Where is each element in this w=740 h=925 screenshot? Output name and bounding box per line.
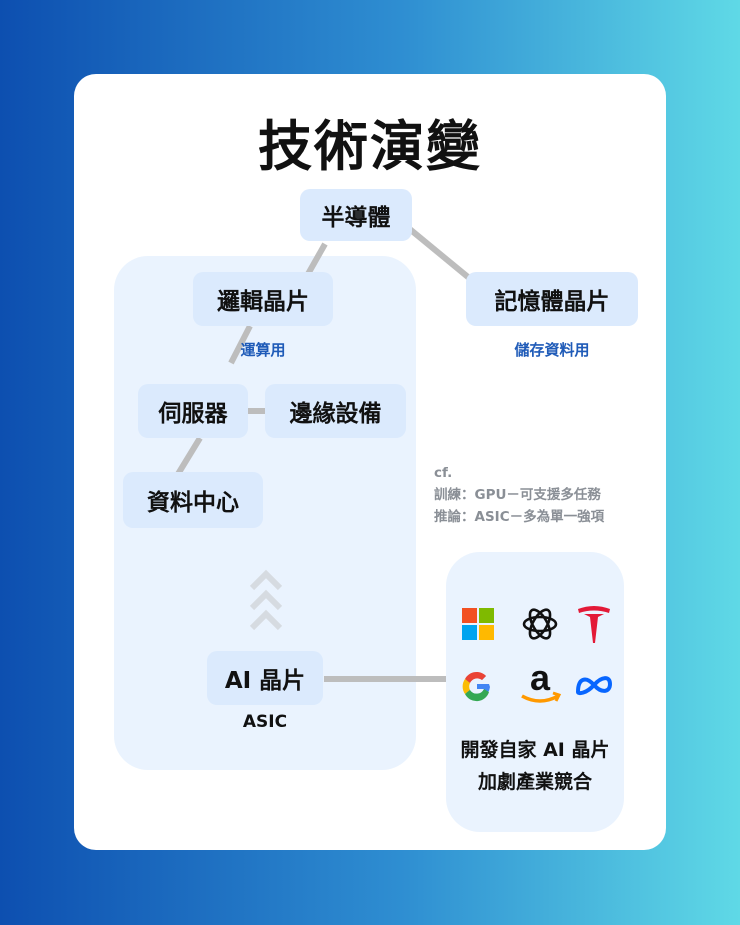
companies-caption: 開發自家 AI 晶片 加劇產業競合 bbox=[446, 734, 624, 798]
line-semiconductor-logic bbox=[305, 242, 328, 276]
caption-line-1: 開發自家 AI 晶片 bbox=[460, 739, 610, 761]
training-inference-note: cf. 訓練：GPU－可支援多任務 推論：ASIC－多為單一強項 bbox=[434, 462, 664, 528]
openai-logo-icon bbox=[522, 608, 558, 640]
node-memory-chip: 記憶體晶片 bbox=[466, 272, 638, 326]
infographic-card: 技術演變 半導體 邏輯晶片 運算用 記憶體晶片 儲存資料用 伺服器 邊緣設備 資… bbox=[74, 74, 666, 850]
caption-line-2: 加劇產業競合 bbox=[477, 771, 592, 793]
note-inference: 推論：ASIC－多為單一強項 bbox=[434, 509, 605, 525]
node-logic-chip: 邏輯晶片 bbox=[193, 272, 333, 326]
note-training: 訓練：GPU－可支援多任務 bbox=[434, 487, 601, 503]
subtitle-ai-chip: ASIC bbox=[242, 712, 288, 732]
page-title: 技術演變 bbox=[258, 115, 482, 178]
node-server: 伺服器 bbox=[138, 384, 248, 438]
svg-text:a: a bbox=[530, 658, 551, 698]
microsoft-logo-icon bbox=[462, 608, 494, 640]
note-cf: cf. bbox=[434, 465, 453, 481]
up-arrows-icon bbox=[249, 569, 283, 631]
meta-logo-icon bbox=[575, 676, 613, 696]
node-semiconductor: 半導體 bbox=[300, 189, 412, 241]
line-logic-server bbox=[228, 324, 253, 365]
companies-panel bbox=[446, 552, 624, 832]
connector-lines bbox=[175, 223, 476, 682]
line-server-datacenter bbox=[175, 436, 203, 476]
tesla-logo-icon bbox=[578, 606, 610, 643]
node-ai-chip: AI 晶片 bbox=[207, 651, 323, 705]
subtitle-logic-chip: 運算用 bbox=[240, 341, 286, 359]
subtitle-memory-chip: 儲存資料用 bbox=[514, 341, 590, 359]
node-edge-device: 邊緣設備 bbox=[265, 384, 406, 438]
google-logo-icon bbox=[462, 671, 490, 702]
line-semiconductor-memory bbox=[404, 223, 476, 285]
amazon-logo-icon: a bbox=[521, 658, 562, 703]
node-data-center: 資料中心 bbox=[123, 472, 263, 528]
